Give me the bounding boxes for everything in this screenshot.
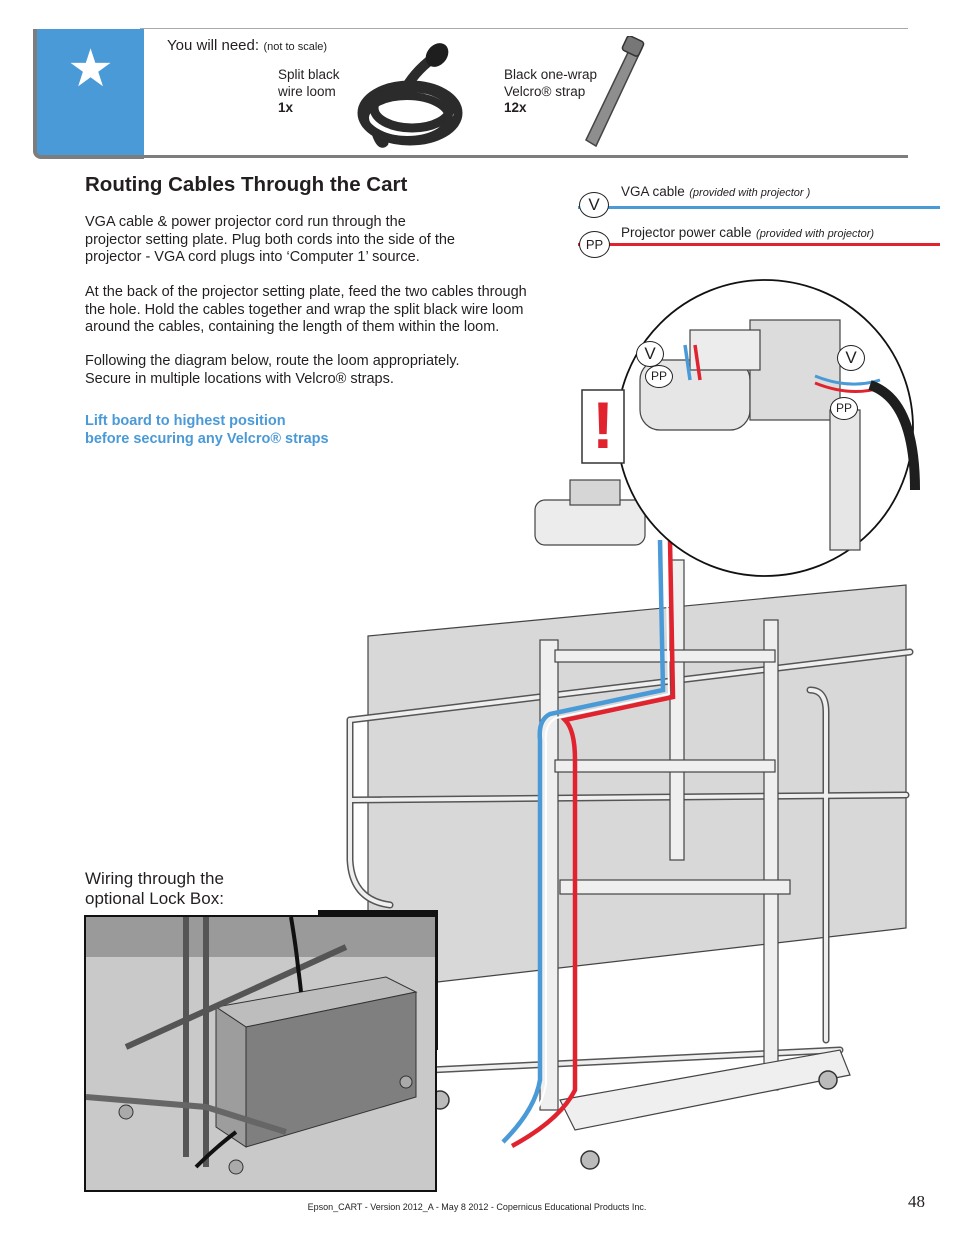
warning-note: Lift board to highest position before se… xyxy=(85,413,329,448)
text-line: Following the diagram below, route the l… xyxy=(85,353,460,369)
power-label: Projector power cable xyxy=(621,225,752,240)
wire-loom-image xyxy=(357,43,463,148)
text-line: before securing any Velcro® straps xyxy=(85,430,329,447)
callout-vga-badge-left: V xyxy=(636,341,664,367)
power-legend-badge: PP xyxy=(579,231,610,258)
text-line: projector setting plate. Plug both cords… xyxy=(85,231,455,248)
page-number: 48 xyxy=(908,1192,925,1211)
text-line: optional Lock Box: xyxy=(85,889,224,908)
item-name-line1: Split black xyxy=(278,67,340,82)
vga-note: (provided with projector ) xyxy=(689,187,811,199)
text-line: the hole. Hold the cables together and w… xyxy=(85,301,524,318)
callout-vga-badge-right: V xyxy=(837,345,865,371)
alert-icon: ! xyxy=(592,388,614,462)
item-wire-loom: Split black wire loom 1x xyxy=(278,67,340,117)
vga-legend-badge: V xyxy=(579,192,609,218)
not-to-scale-note: (not to scale) xyxy=(263,41,328,53)
lockbox-illustration xyxy=(86,917,435,1175)
vga-label: VGA cable xyxy=(621,184,685,199)
header-star-panel: ★ xyxy=(33,29,144,159)
header-divider-top xyxy=(140,28,908,29)
text-line: Secure in multiple locations with Velcro… xyxy=(85,370,394,387)
vga-legend-text: VGA cable (provided with projector ) xyxy=(621,183,810,201)
item-quantity: 1x xyxy=(278,100,294,115)
power-note: (provided with projector) xyxy=(756,228,875,240)
star-icon: ★ xyxy=(67,40,114,98)
page-title: Routing Cables Through the Cart xyxy=(85,173,408,196)
you-will-need-heading: You will need: (not to scale) xyxy=(167,37,327,55)
callout-power-badge-left: PP xyxy=(645,365,673,388)
instruction-paragraph-2: At the back of the projector setting pla… xyxy=(85,284,565,337)
vga-legend-line xyxy=(578,206,940,209)
text-line: VGA cable & power projector cord run thr… xyxy=(85,214,406,230)
item-name-line2: wire loom xyxy=(278,83,336,99)
text-line: projector - VGA cord plugs into ‘Compute… xyxy=(85,249,420,265)
text-line: around the cables, containing the length… xyxy=(85,319,500,335)
instruction-paragraph-1: VGA cable & power projector cord run thr… xyxy=(85,214,565,267)
item-name-line1: Black one-wrap xyxy=(504,67,598,82)
callout-power-badge-right: PP xyxy=(830,397,858,420)
power-legend-line xyxy=(578,243,940,246)
lockbox-caption: Wiring through the optional Lock Box: xyxy=(85,869,224,909)
power-legend-text: Projector power cable (provided with pro… xyxy=(621,224,874,242)
text-line: Lift board to highest position xyxy=(85,413,286,429)
text-line: Wiring through the xyxy=(85,869,224,888)
item-velcro-strap: Black one-wrap Velcro® strap 12x xyxy=(504,67,597,117)
item-quantity: 12x xyxy=(504,100,527,115)
item-name-line2: Velcro® strap xyxy=(504,83,586,99)
instruction-paragraph-3: Following the diagram below, route the l… xyxy=(85,353,565,388)
header-divider-bottom xyxy=(140,155,908,158)
text-line: At the back of the projector setting pla… xyxy=(85,284,527,300)
you-will-need-label: You will need: xyxy=(167,37,260,54)
footer-text: Epson_CART - Version 2012_A - May 8 2012… xyxy=(307,1202,647,1212)
alert-box xyxy=(581,389,625,464)
lockbox-image xyxy=(84,915,437,1192)
velcro-strap-image xyxy=(585,36,645,148)
